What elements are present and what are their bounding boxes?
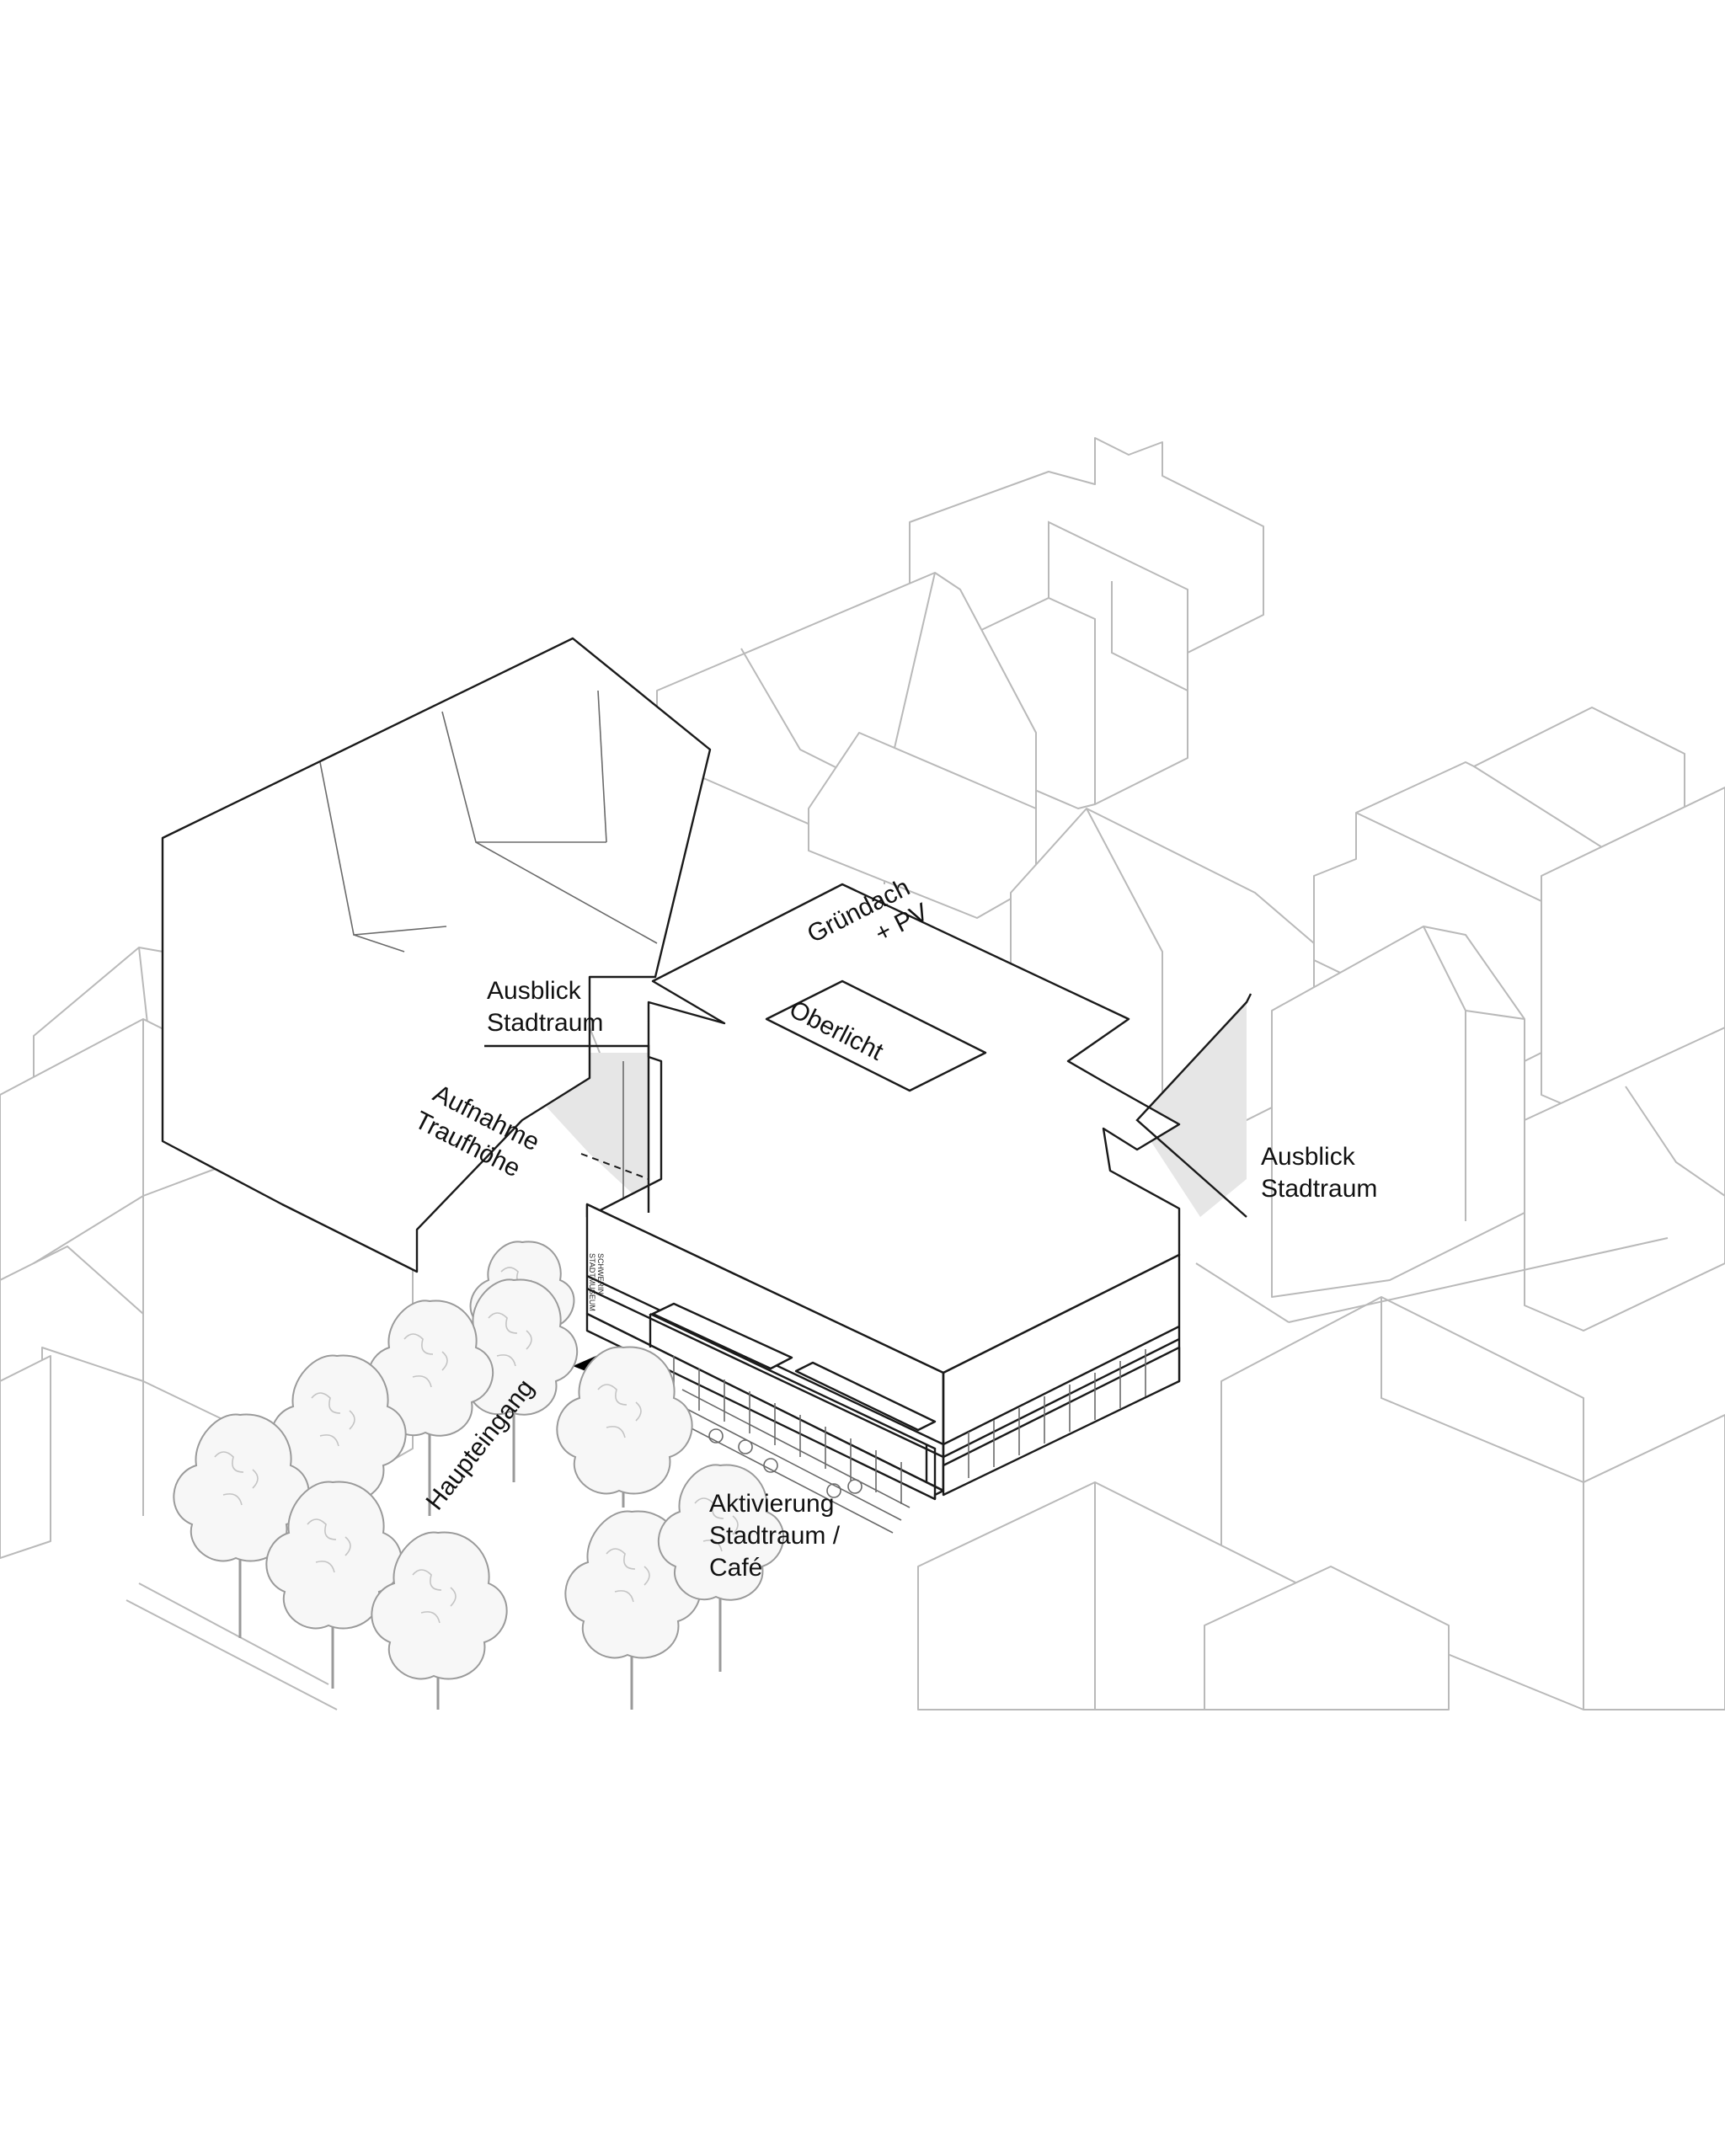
label-aktivierung-line2: Stadtraum /	[709, 1522, 841, 1550]
tree-icon	[265, 1481, 403, 1689]
context-block-lower-right-b	[1204, 1566, 1450, 1710]
context-block-left-c	[0, 1355, 51, 1559]
main-building-cornice	[586, 1287, 1180, 1459]
tree-icon	[173, 1413, 310, 1638]
canopy-b	[794, 1361, 937, 1432]
skylight-oberlicht	[765, 979, 987, 1092]
cafe-terrace	[665, 1389, 911, 1534]
label-ausblick-right-line2: Stadtraum	[1261, 1175, 1377, 1203]
facade-sign-line2: SCHWERIN	[596, 1253, 605, 1294]
canopy-a	[651, 1302, 793, 1370]
cafe-table	[847, 1479, 862, 1494]
label-aktivierung-line3: Café	[709, 1554, 762, 1582]
shopfront-mullions-left	[673, 1356, 902, 1504]
tree-icon	[366, 1299, 494, 1516]
label-aktivierung-line1: Aktivierung	[709, 1490, 834, 1518]
ausblick-left-leader	[484, 1044, 650, 1213]
shopfront-mullions-right	[968, 1349, 1146, 1478]
traufhoehe-dashed-line	[580, 1153, 649, 1180]
label-ausblick-right-line1: Ausblick	[1261, 1143, 1356, 1171]
tree-icon	[556, 1346, 693, 1508]
ausblick-right-leader	[1135, 993, 1252, 1218]
facade-sign: STADTMUSEUM SCHWERIN	[588, 1253, 605, 1311]
trees	[173, 1241, 785, 1710]
tree-icon	[371, 1531, 508, 1710]
label-ausblick-left-line2: Stadtraum	[487, 1009, 603, 1037]
label-ausblick-left-line1: Ausblick	[487, 977, 582, 1005]
cafe-table	[826, 1483, 841, 1498]
main-building-roof	[585, 883, 1181, 1374]
cafe-table	[738, 1439, 753, 1454]
eaves-neighbour-mass	[161, 637, 712, 1273]
context-block-right-f	[1524, 1027, 1725, 1331]
main-building: STADTMUSEUM SCHWERIN	[484, 883, 1252, 1504]
tree-icon	[657, 1464, 785, 1672]
view-cone-right	[1137, 1002, 1247, 1217]
cafe-table	[763, 1458, 778, 1473]
eaves-neighbour-building	[161, 637, 712, 1273]
facade-sign-line1: STADTMUSEUM	[588, 1253, 596, 1311]
cafe-table	[708, 1428, 724, 1444]
